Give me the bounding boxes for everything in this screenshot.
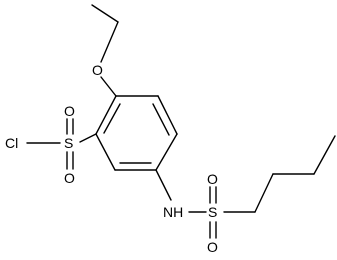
bond-o-ring <box>100 76 117 97</box>
atom-label-amine-nitrogen: NH <box>163 204 183 220</box>
atom-label-sulfonyl-chloride-oxygen-top: O <box>64 103 75 119</box>
bond-ring-c6-c1 <box>95 95 117 135</box>
bond-butyl-c1-c2 <box>254 173 274 213</box>
atom-label-sulfonamide-sulfur: S <box>208 204 217 220</box>
atom-label-ethoxy-oxygen: O <box>92 62 103 78</box>
atom-label-sulfonamide-oxygen-top: O <box>207 171 218 187</box>
bond-ring-c5-c6 <box>95 133 116 171</box>
atom-label-sulfonyl-chloride-oxygen-bottom: O <box>64 170 75 186</box>
bond-ring-c2-c3 <box>157 95 178 135</box>
bond-butyl-c3-c4 <box>313 135 336 175</box>
bond-ethyl-ch3-ch2 <box>91 4 119 23</box>
atom-label-sulfonamide-oxygen-bottom: O <box>207 239 218 255</box>
bond-ethyl-ch2-o <box>100 21 119 63</box>
atom-label-sulfonyl-chloride-sulfur: S <box>64 135 73 151</box>
bond-ring-c6-c1-inner <box>103 103 121 134</box>
bond-ring-c3-c4 <box>155 133 178 171</box>
bond-ring-n <box>155 169 172 201</box>
bond-ring-c2-c3-inner <box>152 103 170 136</box>
atom-label-chlorine: Cl <box>5 135 18 151</box>
bond-ring-s <box>79 133 97 143</box>
